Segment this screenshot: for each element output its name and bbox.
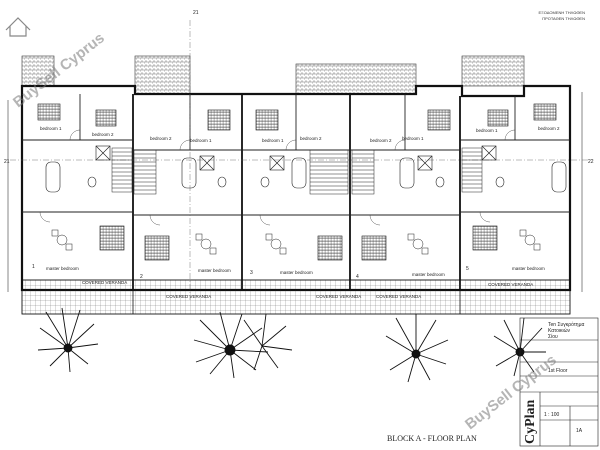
tb-project-line-3: Σίου	[548, 334, 558, 340]
legend-line-2: ΠΡΟΤΑΘΕΝ ΤΗΛΩΘΕΝ	[542, 16, 585, 21]
room-label-bedroom-1: bedroom 1	[262, 138, 284, 143]
room-label-bedroom-2: bedroom 2	[92, 132, 114, 137]
plan-title: BLOCK A - FLOOR PLAN	[387, 434, 477, 443]
party-walls	[132, 94, 461, 290]
grid-marks: 21 22 21	[4, 10, 594, 165]
grid-mark-right: 22	[588, 159, 594, 165]
veranda-label: COVERED VERANDA	[488, 282, 533, 287]
room-label-bedroom-2: bedroom 2	[538, 126, 560, 131]
tb-sheet: 1st Floor	[548, 368, 568, 374]
grid-mark-top: 21	[193, 10, 199, 16]
beds	[37, 103, 557, 261]
tb-firm: CyPlan	[523, 399, 538, 444]
veranda-strip	[21, 279, 571, 315]
veranda-label: COVERED VERANDA	[376, 294, 421, 299]
living-furniture	[51, 229, 541, 255]
veranda-label: COVERED VERANDA	[316, 294, 361, 299]
unit-labels: 1 bedroom 1 bedroom 2 master bedroomCOVERED…	[32, 126, 560, 299]
watermark-bottom: BuySell Cyprus	[462, 351, 560, 433]
block-outline	[7, 84, 583, 292]
room-label-master-bedroom: master bedroom	[512, 266, 545, 271]
tb-drawing-no: 1A	[576, 428, 583, 434]
grid-mark-left: 21	[4, 159, 10, 165]
roof-strips	[21, 55, 525, 95]
room-label-bedroom-1: bedroom 1	[190, 138, 212, 143]
unit-number: 1	[32, 264, 35, 270]
room-label-master-bedroom: master bedroom	[198, 268, 231, 273]
title-block	[519, 317, 599, 447]
tb-project-line-2: Κατοικιών	[548, 327, 570, 334]
unit-number: 4	[356, 274, 359, 280]
logo-mark	[5, 17, 31, 37]
room-label-bedroom-2: bedroom 2	[150, 136, 172, 141]
room-label-master-bedroom: master bedroom	[280, 270, 313, 275]
room-label-bedroom-1: bedroom 1	[476, 128, 498, 133]
door-swings	[39, 129, 516, 226]
room-label-master-bedroom: master bedroom	[412, 272, 445, 277]
legend: ΕΞΟΔΟΜΕΝΗ ΤΗΛΩΘΕΝ ΠΡΟΤΑΘΕΝ ΤΗΛΩΘΕΝ	[505, 10, 585, 22]
veranda-label: COVERED VERANDA	[82, 280, 127, 285]
room-label-bedroom-1: bedroom 1	[40, 126, 62, 131]
room-label-master-bedroom: master bedroom	[46, 266, 79, 271]
stairs	[111, 147, 483, 195]
title-block-text: Ten Συγκρότημα Κατοικιών Σίου 1st Floor …	[523, 321, 584, 444]
room-label-bedroom-2: bedroom 2	[370, 138, 392, 143]
palm-trees	[37, 307, 546, 383]
unit-number: 2	[140, 274, 143, 280]
tb-scale: 1 : 100	[544, 412, 560, 418]
tb-project-line-1: Ten Συγκρότημα	[548, 321, 584, 328]
room-label-bedroom-1: bedroom 1	[402, 136, 424, 141]
unit-number: 3	[250, 270, 253, 276]
room-label-bedroom-2: bedroom 2	[300, 136, 322, 141]
unit-number: 5	[466, 266, 469, 272]
legend-line-1: ΕΞΟΔΟΜΕΝΗ ΤΗΛΩΘΕΝ	[538, 10, 585, 15]
bathroom-fixtures	[45, 145, 567, 193]
veranda-label: COVERED VERANDA	[166, 294, 211, 299]
